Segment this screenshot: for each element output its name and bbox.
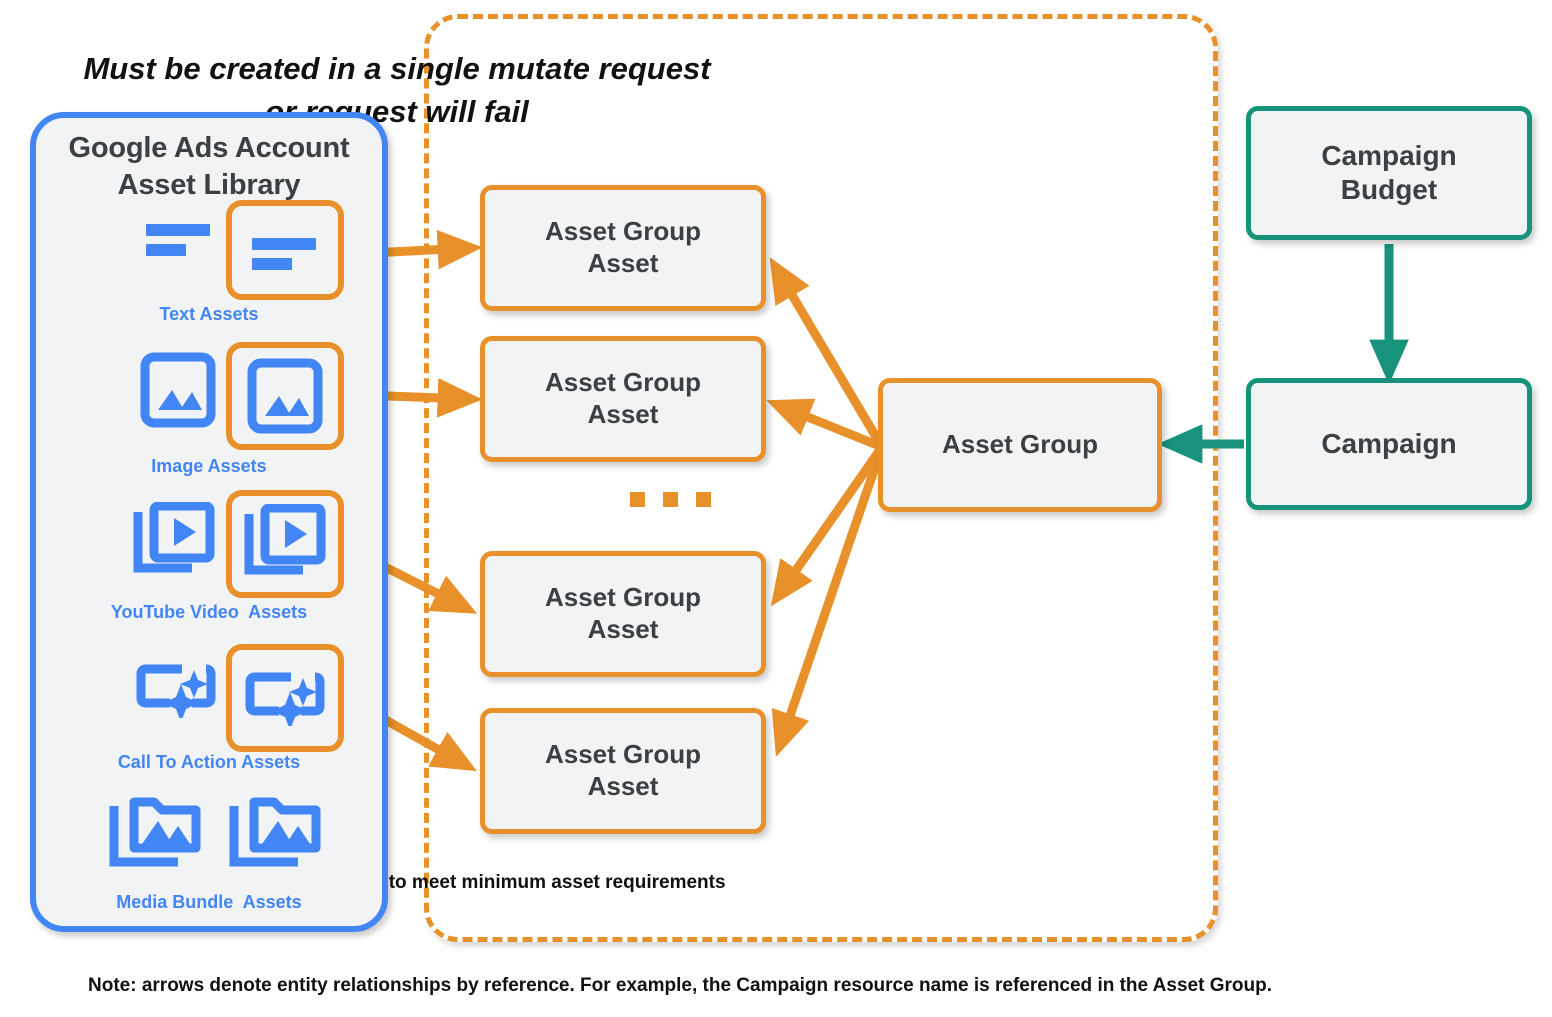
asset-group-asset-box[interactable]: Asset Group Asset bbox=[480, 336, 766, 462]
campaign-budget-line1: Campaign bbox=[1321, 139, 1457, 171]
library-row-image-assets[interactable]: Image Assets bbox=[36, 342, 382, 477]
media-bundle-asset-icon bbox=[108, 788, 204, 881]
library-label-video-assets: YouTube Video Assets bbox=[110, 602, 308, 622]
mutate-title-line1: Must be created in a single mutate reque… bbox=[83, 51, 711, 86]
asset-group-asset-line2: Asset bbox=[587, 771, 659, 801]
text-asset-highlight-box[interactable] bbox=[226, 200, 344, 300]
library-row-cta-assets[interactable]: Call To Action Assets bbox=[36, 644, 382, 773]
asset-group-box[interactable]: Asset Group bbox=[878, 378, 1162, 512]
video-asset-icon bbox=[132, 501, 216, 587]
image-asset-icon bbox=[140, 352, 216, 433]
campaign-box[interactable]: Campaign bbox=[1246, 378, 1532, 510]
ellipsis-dot bbox=[630, 492, 645, 507]
asset-group-asset-box[interactable]: Asset Group Asset bbox=[480, 185, 766, 311]
library-title: Google Ads Account Asset Library bbox=[36, 130, 382, 203]
library-label-image-assets: Image Assets bbox=[151, 456, 267, 476]
arrow-ag-to-aga1 bbox=[769, 257, 886, 450]
library-label-text-assets: Text Assets bbox=[159, 304, 259, 324]
cta-asset-highlight-box[interactable] bbox=[226, 644, 344, 752]
arrow-ag-to-aga2 bbox=[766, 398, 884, 452]
campaign-arrows bbox=[1157, 244, 1409, 464]
campaign-budget-line2: Budget bbox=[1340, 174, 1438, 205]
ellipsis-indicator bbox=[630, 492, 711, 507]
image-asset-icon bbox=[247, 358, 323, 434]
library-title-line2: Asset Library bbox=[117, 168, 301, 201]
library-row-text-assets[interactable]: Text Assets bbox=[36, 200, 382, 325]
asset-group-asset-line1: Asset Group bbox=[544, 739, 702, 770]
call-to-action-icon bbox=[136, 662, 216, 723]
asset-group-asset-line2: Asset bbox=[587, 248, 659, 278]
text-asset-icon bbox=[252, 238, 316, 270]
asset-group-asset-box[interactable]: Asset Group Asset bbox=[480, 708, 766, 834]
library-label-cta-assets: Call To Action Assets bbox=[117, 752, 301, 772]
google-ads-asset-library-panel: Google Ads Account Asset Library bbox=[30, 112, 388, 932]
video-asset-icon bbox=[244, 504, 326, 575]
text-asset-icon bbox=[144, 210, 214, 267]
library-label-media-bundle-assets: Media Bundle Assets bbox=[116, 892, 302, 912]
diagram-footer-note: Note: arrows denote entity relationships… bbox=[88, 975, 1272, 996]
campaign-label: Campaign bbox=[1321, 427, 1457, 459]
arrow-ag-to-aga4 bbox=[771, 445, 887, 757]
asset-group-asset-line1: Asset Group bbox=[544, 216, 702, 247]
image-asset-highlight-box[interactable] bbox=[226, 342, 344, 450]
media-bundle-asset-icon bbox=[228, 788, 324, 881]
asset-group-asset-box[interactable]: Asset Group Asset bbox=[480, 551, 766, 677]
video-asset-highlight-box[interactable] bbox=[226, 490, 344, 598]
asset-group-asset-line1: Asset Group bbox=[544, 367, 702, 398]
ellipsis-dot bbox=[696, 492, 711, 507]
asset-group-asset-line2: Asset bbox=[587, 399, 659, 429]
asset-group-asset-line2: Asset bbox=[587, 614, 659, 644]
ellipsis-dot bbox=[663, 492, 678, 507]
asset-group-to-assets-arrows bbox=[766, 257, 887, 757]
call-to-action-icon bbox=[245, 672, 325, 726]
library-row-media-bundle-assets[interactable]: Media Bundle Assets bbox=[36, 788, 382, 913]
campaign-budget-box[interactable]: Campaign Budget bbox=[1246, 106, 1532, 240]
arrow-ag-to-aga3 bbox=[770, 444, 886, 607]
library-row-video-assets[interactable]: YouTube Video Assets bbox=[36, 490, 382, 623]
asset-group-asset-line1: Asset Group bbox=[544, 582, 702, 613]
library-title-line1: Google Ads Account bbox=[68, 132, 350, 164]
asset-group-label: Asset Group bbox=[941, 429, 1099, 460]
